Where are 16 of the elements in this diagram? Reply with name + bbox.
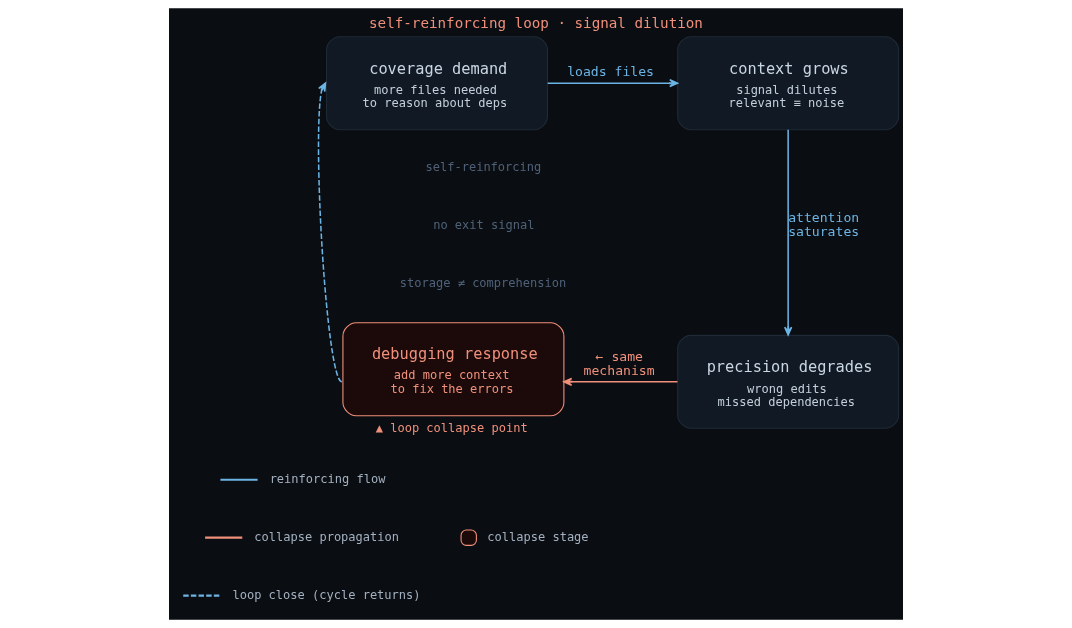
arrow [546,78,679,88]
edge-label: loads files [567,64,654,80]
legend-label: reinforcing flow [269,472,386,487]
edge-label: attention saturates [788,210,860,240]
label: self-reinforcing [425,160,542,175]
arrow [563,377,679,387]
arrow [317,82,343,383]
edge-label: ← same mechanism [583,348,655,378]
label: no exit signal [433,218,535,232]
legend-label: collapse propagation [254,530,400,545]
legend-label: collapse stage [487,529,589,544]
diagram-title: self-reinforcing loop · signal dilution [369,15,703,32]
legend-label: loop close (cycle returns) [232,588,421,603]
label: storage ≠ comprehension [399,275,567,290]
arrow [783,128,793,336]
node-label: ▲ loop collapse point [375,420,528,435]
